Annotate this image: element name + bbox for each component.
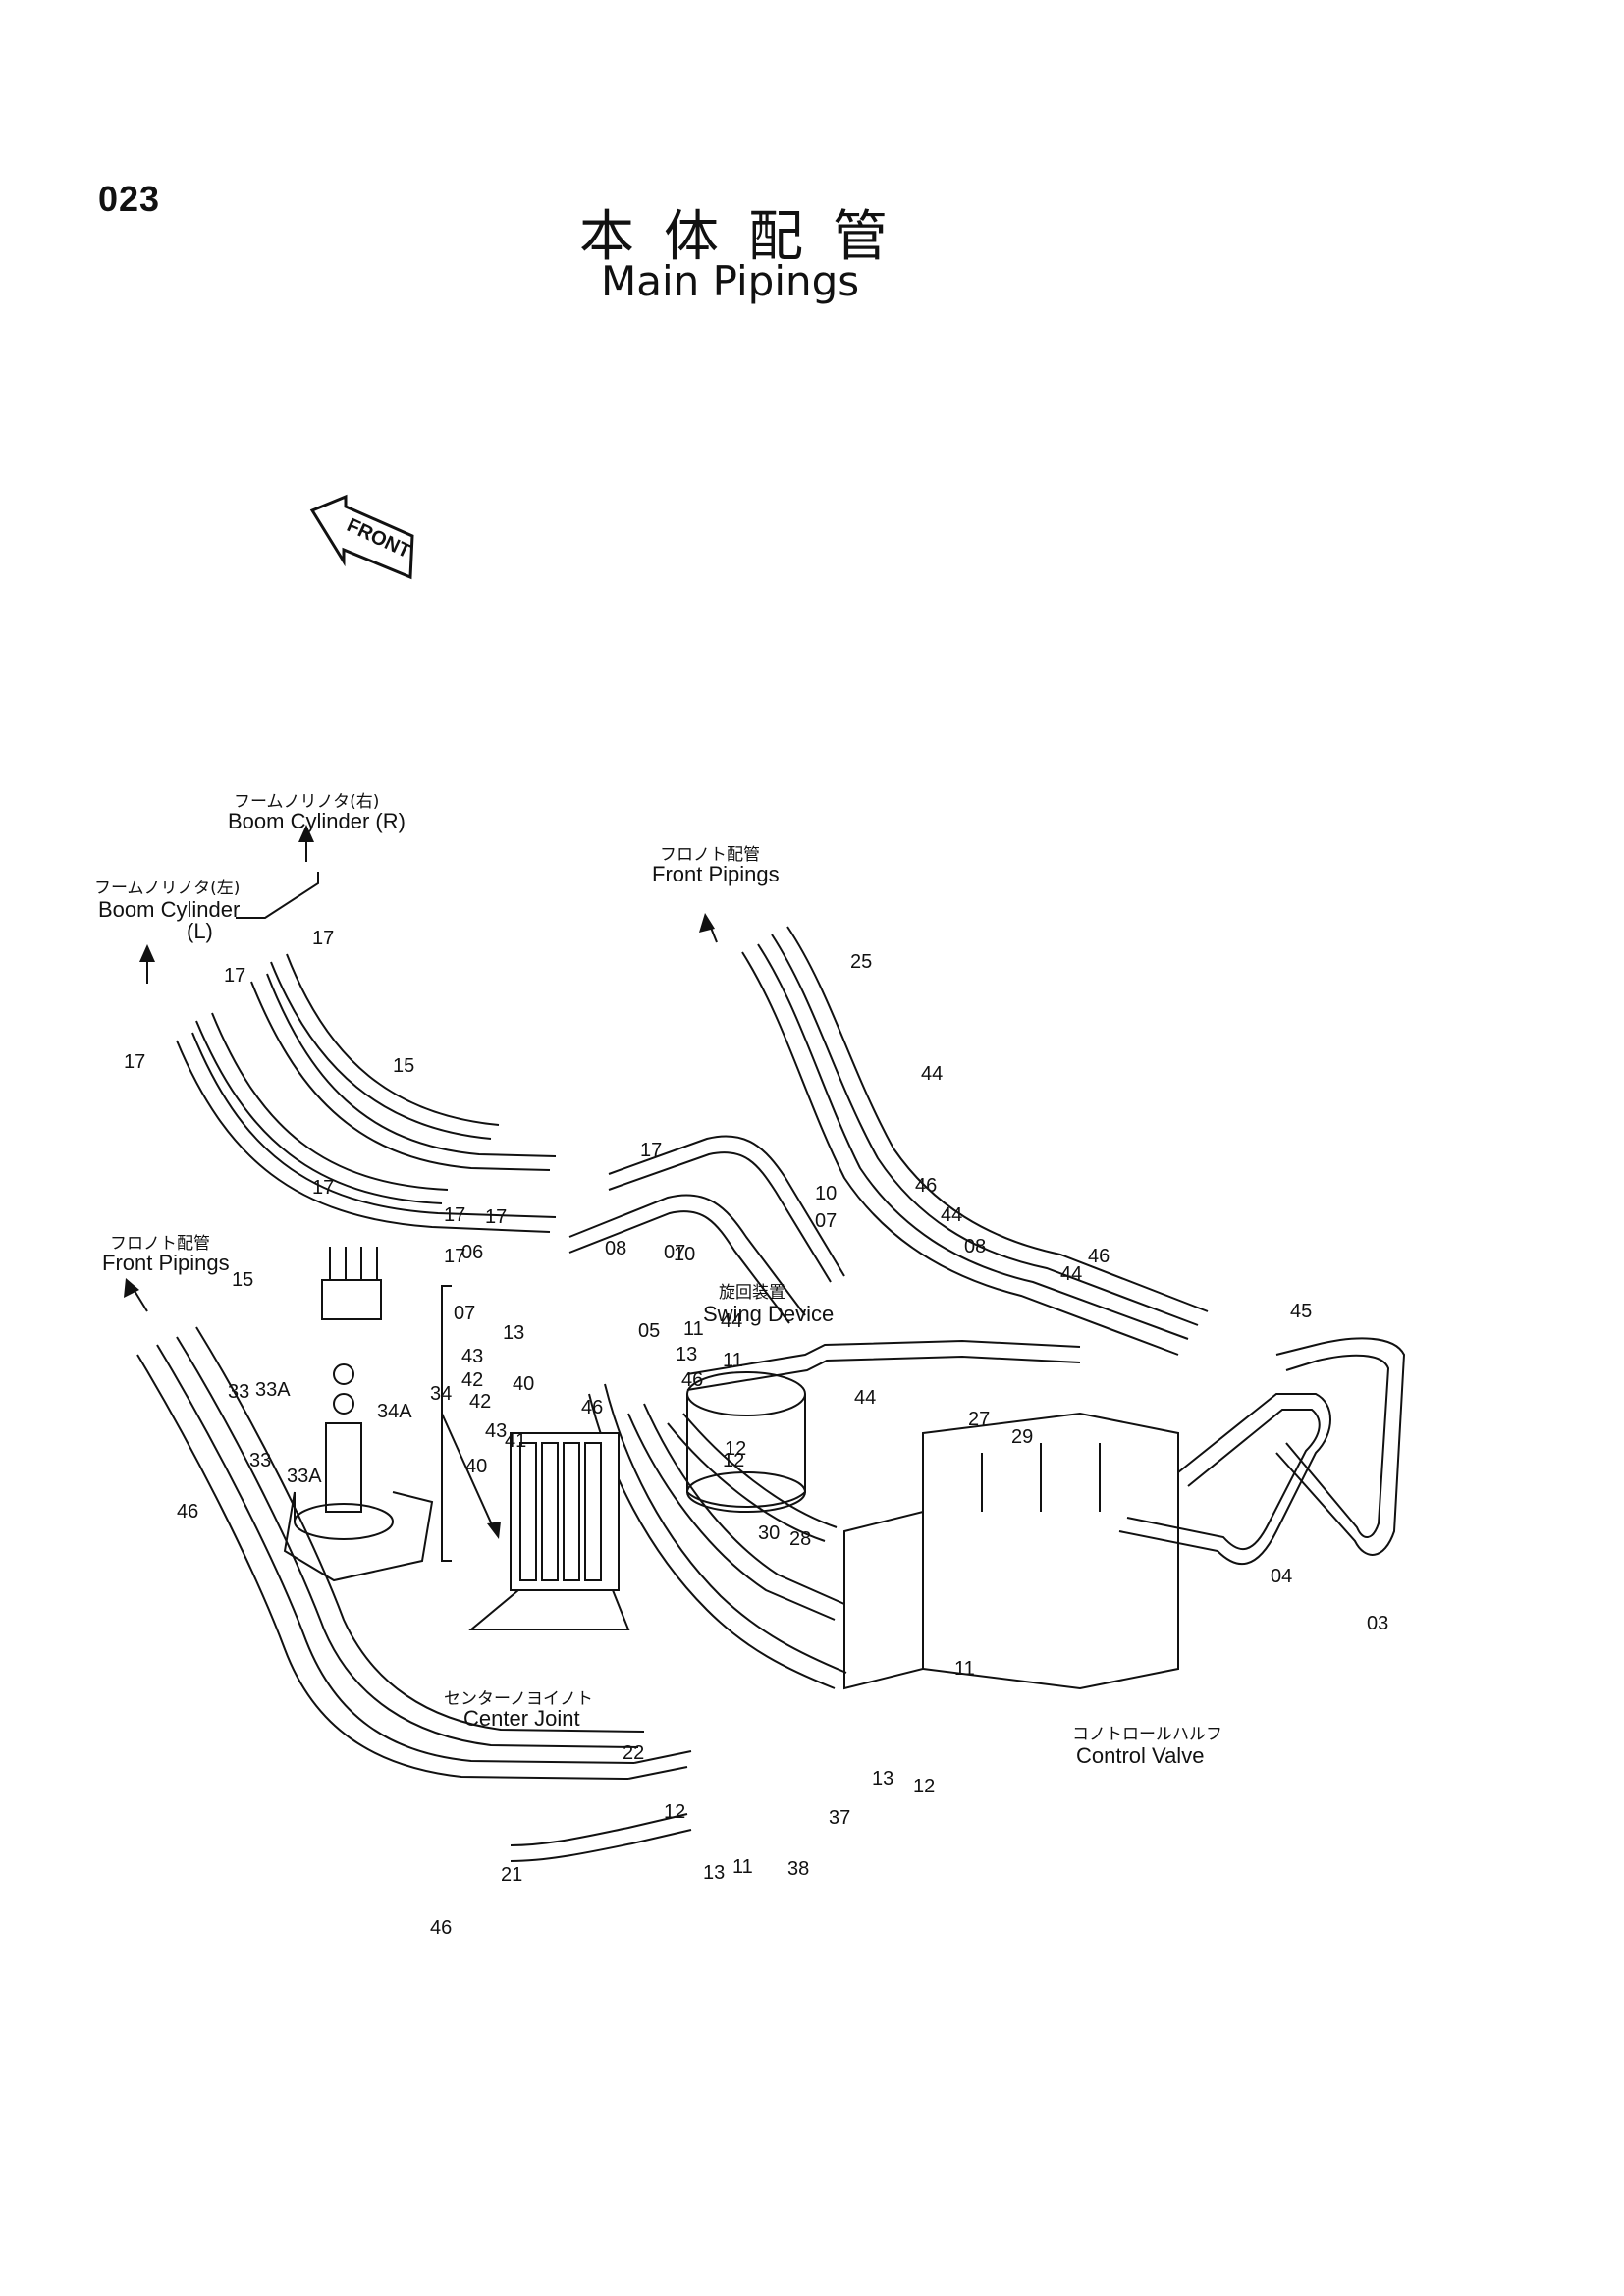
part-number-label: 10 — [674, 1244, 695, 1265]
part-number-label: 05 — [638, 1320, 660, 1342]
part-number-label: 17 — [640, 1140, 662, 1161]
part-number-label: 06 — [461, 1242, 483, 1263]
part-number-label: 13 — [872, 1768, 893, 1789]
part-number-label: 13 — [703, 1862, 725, 1884]
part-number-label: 25 — [850, 951, 872, 973]
title-japanese: 本体配管 — [579, 205, 917, 269]
part-number-label: 15 — [393, 1055, 414, 1077]
part-number-label: 07 — [664, 1242, 685, 1263]
part-number-label: 17 — [124, 1051, 145, 1073]
part-number-label: 45 — [1290, 1301, 1312, 1322]
front-pipings-top-en: Front Pipings — [652, 862, 780, 886]
part-number-label: 17 — [224, 965, 245, 987]
swing-device-en: Swing Device — [703, 1302, 834, 1326]
swing-device-ja: 旋回装置 — [719, 1283, 785, 1303]
part-number-label: 07 — [454, 1303, 475, 1324]
part-number-label: 33 — [228, 1381, 249, 1403]
boom-cylinder-l-side: (L) — [187, 919, 213, 943]
part-number-label: 27 — [968, 1409, 990, 1430]
part-number-label: 43 — [485, 1420, 507, 1442]
control-valve-en: Control Valve — [1076, 1743, 1204, 1768]
part-number-label: 44 — [1060, 1263, 1082, 1285]
part-number-label: 46 — [430, 1917, 452, 1939]
part-number-label: 08 — [964, 1236, 986, 1257]
center-joint-ja: センターノヨイノト — [444, 1689, 593, 1709]
part-number-label: 29 — [1011, 1426, 1033, 1448]
part-number-label: 17 — [312, 928, 334, 949]
part-number-label: 03 — [1367, 1613, 1388, 1634]
part-number-label: 46 — [581, 1397, 603, 1418]
part-number-label: 11 — [723, 1350, 743, 1371]
part-number-label: 13 — [503, 1322, 524, 1344]
part-number-label: 17 — [312, 1177, 334, 1199]
part-number-label: 44 — [941, 1204, 962, 1226]
part-number-label: 42 — [469, 1391, 491, 1413]
part-number-label: 46 — [177, 1501, 198, 1522]
part-number-label: 33 — [249, 1450, 271, 1471]
part-number-label: 22 — [623, 1742, 644, 1764]
part-number-label: 07 — [815, 1210, 837, 1232]
boom-cylinder-r-en: Boom Cylinder (R) — [228, 809, 406, 833]
front-pipings-top-ja: フロノト配管 — [660, 845, 760, 865]
boom-cylinder-l-en: Boom Cylinder — [98, 897, 240, 922]
page-number: 023 — [98, 179, 161, 219]
part-number-label: 17 — [444, 1246, 465, 1267]
part-number-label: 41 — [505, 1430, 526, 1452]
part-number-label: 46 — [1088, 1246, 1110, 1267]
part-number-label: 42 — [461, 1369, 483, 1391]
part-number-label: 33A — [287, 1466, 322, 1487]
part-number-label: 13 — [676, 1344, 697, 1365]
part-number-label: 46 — [681, 1369, 703, 1391]
part-number-label: 10 — [815, 1183, 837, 1204]
part-number-label: 34A — [377, 1401, 412, 1422]
part-number-label: 17 — [444, 1204, 465, 1226]
part-number-label: 46 — [915, 1175, 937, 1197]
part-number-label: 43 — [461, 1346, 483, 1367]
boom-cylinder-r-ja: フームノリノタ(右) — [234, 792, 379, 812]
part-number-label: 08 — [605, 1238, 626, 1259]
part-number-label: 12 — [725, 1438, 746, 1460]
boom-cylinder-l-ja: フームノリノタ(左) — [94, 879, 240, 898]
part-number-label: 17 — [485, 1206, 507, 1228]
part-number-label: 37 — [829, 1807, 850, 1829]
part-number-label: 12 — [913, 1776, 935, 1797]
part-number-label: 40 — [465, 1456, 487, 1477]
part-number-label: 15 — [232, 1269, 253, 1291]
title-english: Main Pipings — [601, 257, 860, 305]
part-number-label: 11 — [954, 1658, 975, 1680]
part-number-label: 44 — [854, 1387, 876, 1409]
part-number-label: 28 — [789, 1528, 811, 1550]
part-number-label: 30 — [758, 1522, 780, 1544]
part-number-label: 04 — [1271, 1566, 1292, 1587]
part-number-label: 33A — [255, 1379, 291, 1401]
part-number-label: 44 — [721, 1310, 742, 1332]
part-number-label: 34 — [430, 1383, 452, 1405]
front-pipings-left-ja: フロノト配管 — [110, 1234, 210, 1254]
part-number-label: 44 — [921, 1063, 943, 1085]
part-number-label: 40 — [513, 1373, 534, 1395]
part-number-label: 11 — [683, 1318, 704, 1340]
part-number-label: 11 — [732, 1856, 753, 1878]
front-arrow-icon: FRONT — [309, 494, 414, 580]
part-number-label: 38 — [787, 1858, 809, 1880]
part-number-label: 12 — [664, 1801, 685, 1823]
control-valve-ja: コノトロールハルフ — [1072, 1725, 1222, 1744]
part-number-label: 12 — [723, 1450, 744, 1471]
front-pipings-left-en: Front Pipings — [102, 1251, 230, 1275]
part-number-label: 21 — [501, 1864, 522, 1886]
